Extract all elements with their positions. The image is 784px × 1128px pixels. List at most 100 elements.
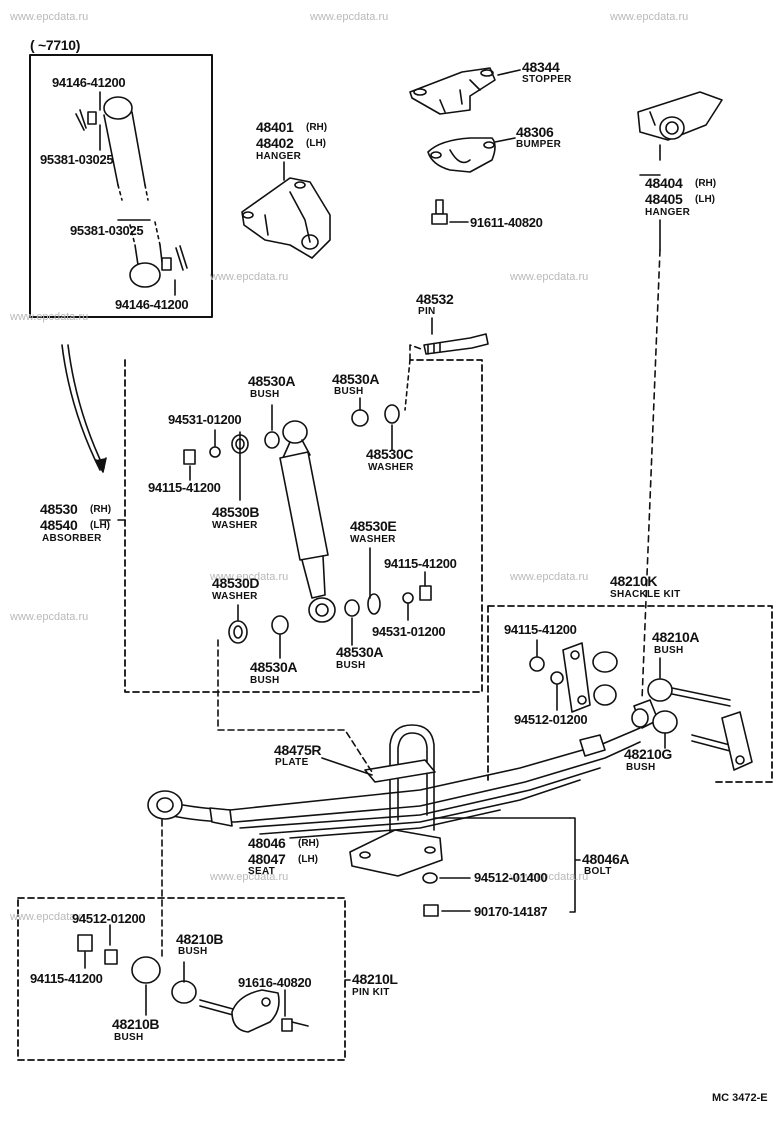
part-number[interactable]: 48047	[248, 851, 286, 867]
part-name: PIN	[418, 306, 436, 317]
watermark: www.epcdata.ru	[310, 11, 389, 23]
part-number[interactable]: 48210L	[352, 971, 398, 987]
part-name: BUSH	[114, 1032, 144, 1043]
stopper-drawing	[409, 67, 496, 115]
part-number[interactable]: 95381-03025	[70, 223, 144, 238]
spring-seat-drawing	[349, 829, 443, 877]
part-number[interactable]: 94115-41200	[30, 971, 103, 986]
part-number[interactable]: 48306	[516, 124, 554, 140]
part-name: STOPPER	[522, 74, 572, 85]
watermark: www.epcdata.ru	[510, 571, 589, 583]
part-number[interactable]: 48210G	[624, 746, 673, 762]
part-name: BUSH	[334, 386, 364, 397]
part-name: BUSH	[654, 645, 684, 656]
watermark: www.epcdata.ru	[10, 11, 89, 23]
part-number[interactable]: 48530D	[212, 575, 260, 591]
part-number[interactable]: 94146-41200	[52, 75, 126, 90]
range-label: ( ~7710)	[30, 37, 81, 53]
inset-arrow	[61, 344, 101, 471]
part-number[interactable]: 48530A	[248, 373, 296, 389]
part-number[interactable]: 48210B	[176, 931, 224, 947]
part-name: BUSH	[626, 762, 656, 773]
part-number[interactable]: 48530B	[212, 504, 260, 520]
pin-kit-drawing	[77, 934, 309, 1033]
part-number[interactable]: 48046A	[582, 851, 630, 867]
shock-absorber-drawing	[279, 420, 336, 623]
part-name: ABSORBER	[42, 533, 102, 544]
part-number[interactable]: 48404	[645, 175, 683, 191]
bolt-hardware	[422, 872, 439, 917]
part-name: BUSH	[250, 389, 280, 400]
part-name: BUSH	[250, 675, 280, 686]
absorber-kit-frame	[124, 359, 483, 693]
shackle-kit-frame	[487, 605, 773, 783]
part-name: WASHER	[212, 591, 258, 602]
part-number[interactable]: 48210A	[652, 629, 700, 645]
part-name: WASHER	[350, 534, 396, 545]
part-number[interactable]: 48540	[40, 517, 78, 533]
part-number[interactable]: 95381-03025	[40, 152, 114, 167]
part-number[interactable]: 90170-14187	[474, 904, 548, 919]
watermark: www.epcdata.ru	[610, 11, 689, 23]
watermark: www.epcdata.ru	[510, 271, 589, 283]
part-number[interactable]: 48530A	[336, 644, 384, 660]
part-number[interactable]: 48530A	[332, 371, 380, 387]
leaf-spring-drawing	[147, 699, 659, 839]
u-bolt-drawing	[364, 724, 436, 836]
part-number[interactable]: 48402	[256, 135, 294, 151]
part-number[interactable]: 94146-41200	[115, 297, 189, 312]
part-name: BUMPER	[516, 139, 562, 150]
part-number[interactable]: 48530E	[350, 518, 397, 534]
pin-kit-leaders	[84, 924, 351, 1017]
part-number[interactable]: 94512-01200	[72, 911, 146, 926]
part-number[interactable]: 48405	[645, 191, 683, 207]
part-side: (RH)	[306, 122, 328, 133]
part-number[interactable]: 48344	[522, 59, 560, 75]
part-number[interactable]: 48046	[248, 835, 286, 851]
pin-48532-drawing	[423, 333, 489, 355]
part-number[interactable]: 91616-40820	[238, 975, 312, 990]
part-number[interactable]: 48530A	[250, 659, 298, 675]
part-side: (LH)	[90, 520, 110, 531]
part-number[interactable]: 94115-41200	[384, 556, 457, 571]
part-number[interactable]: 48475R	[274, 742, 322, 758]
hanger-rear-drawing	[637, 91, 723, 141]
part-number[interactable]: 48210K	[610, 573, 658, 589]
part-number[interactable]: 48530C	[366, 446, 414, 462]
part-number[interactable]: 48532	[416, 291, 454, 307]
part-number[interactable]: 94512-01200	[514, 712, 588, 727]
part-name: PLATE	[275, 757, 309, 768]
part-side: (RH)	[298, 838, 320, 849]
part-number[interactable]: 91611-40820	[470, 215, 543, 230]
part-number[interactable]: 94115-41200	[148, 480, 221, 495]
absorber-upper-hardware	[183, 404, 400, 465]
part-number[interactable]: 94531-01200	[372, 624, 446, 639]
part-name: BUSH	[336, 660, 366, 671]
part-name: HANGER	[645, 207, 691, 218]
absorber-lower-hardware	[228, 585, 432, 644]
part-name: WASHER	[368, 462, 414, 473]
part-name: WASHER	[212, 520, 258, 531]
part-number[interactable]: 48401	[256, 119, 294, 135]
inset-absorber-upper	[75, 96, 149, 201]
part-side: (RH)	[90, 504, 112, 515]
watermark: www.epcdata.ru	[210, 571, 289, 583]
part-number[interactable]: 94531-01200	[168, 412, 242, 427]
shackle-drawing	[529, 642, 753, 771]
part-name: SHACKLE KIT	[610, 589, 681, 600]
inset-absorber-lower	[129, 221, 188, 288]
part-number[interactable]: 48210B	[112, 1016, 160, 1032]
part-number[interactable]: 94115-41200	[504, 622, 577, 637]
watermark: www.epcdata.ru	[10, 311, 89, 323]
part-number[interactable]: 48530	[40, 501, 78, 517]
watermark: www.epcdata.ru	[510, 871, 589, 883]
part-number[interactable]: 94512-01400	[474, 870, 548, 885]
part-side: (LH)	[298, 854, 318, 865]
part-name: PIN KIT	[352, 987, 390, 998]
part-name: BOLT	[584, 866, 612, 877]
inset-frame	[29, 54, 213, 318]
watermark: www.epcdata.ru	[210, 871, 289, 883]
part-side: (RH)	[695, 178, 717, 189]
shackle-leaders	[536, 639, 666, 749]
